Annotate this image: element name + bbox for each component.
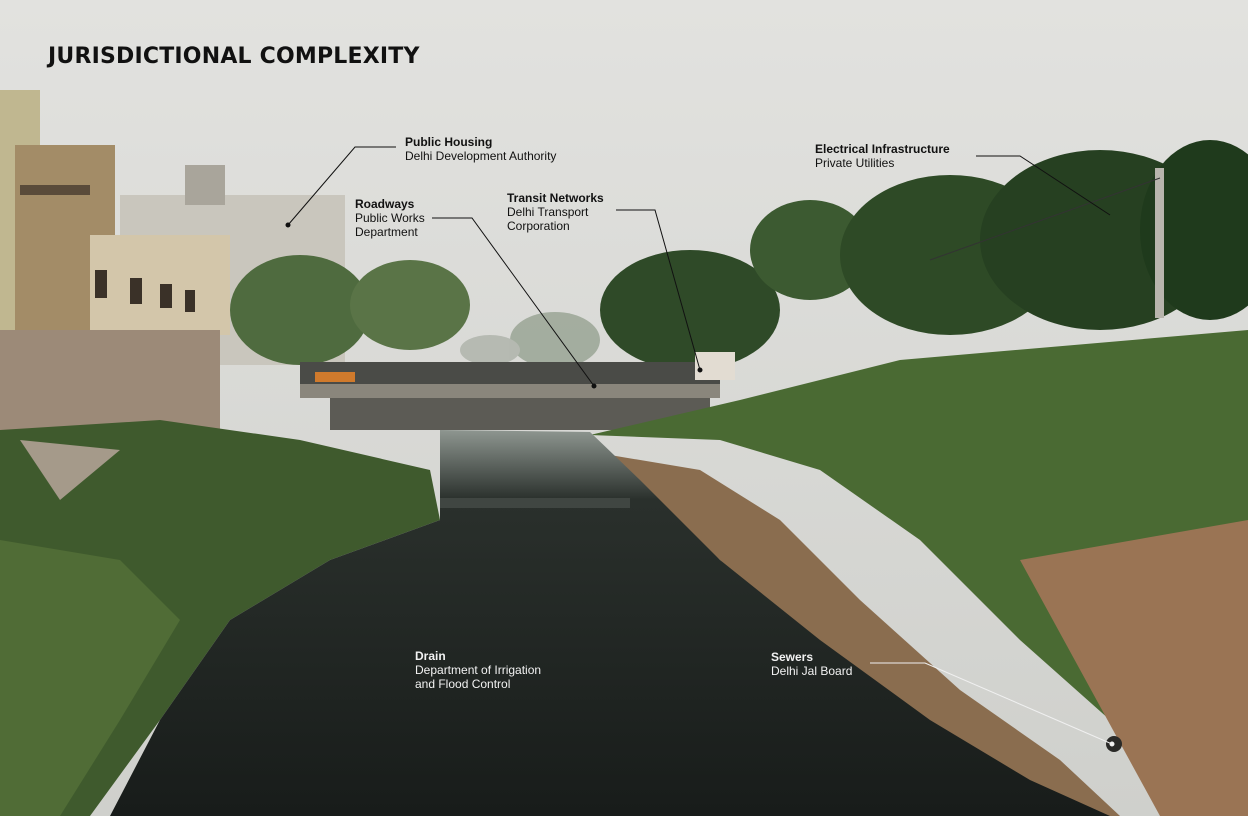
label-line: Delhi Transport [507, 205, 589, 219]
label-heading: Drain [415, 649, 446, 663]
label-line: Private Utilities [815, 156, 895, 170]
label-heading: Public Housing [405, 135, 493, 149]
bank-right [590, 330, 1248, 816]
buildings-left [0, 90, 345, 430]
label-line: Public Works [355, 211, 425, 225]
label-heading: Electrical Infrastructure [815, 142, 950, 156]
label-roadways: Roadways Public Works Department [355, 197, 425, 239]
page-title: JURISDICTIONAL COMPLEXITY [48, 44, 420, 69]
label-line: Corporation [507, 219, 570, 233]
drain-water [110, 430, 1110, 816]
label-line: Delhi Jal Board [771, 664, 853, 678]
distant-trees [460, 312, 600, 368]
label-heading: Transit Networks [507, 191, 604, 205]
label-drain: Drain Department of Irrigation and Flood… [415, 649, 541, 691]
label-public-housing: Public Housing Delhi Development Authori… [405, 135, 556, 163]
leader-lines [285, 146, 1111, 389]
utility-pole [1155, 168, 1164, 318]
bank-left [0, 420, 440, 816]
label-sewers: Sewers Delhi Jal Board [771, 650, 852, 678]
label-electrical-infrastructure: Electrical Infrastructure Private Utilit… [815, 142, 950, 170]
weir [440, 498, 630, 508]
leader-lines-light [870, 662, 1115, 747]
label-line: Department [355, 225, 418, 239]
trees-left [230, 255, 470, 365]
label-heading: Roadways [355, 197, 415, 211]
label-line: Delhi Development Authority [405, 149, 557, 163]
label-heading: Sewers [771, 650, 814, 664]
label-transit-networks: Transit Networks Delhi Transport Corpora… [507, 191, 604, 233]
bridge [300, 352, 735, 430]
label-line: and Flood Control [415, 677, 511, 691]
label-line: Department of Irrigation [415, 663, 542, 677]
